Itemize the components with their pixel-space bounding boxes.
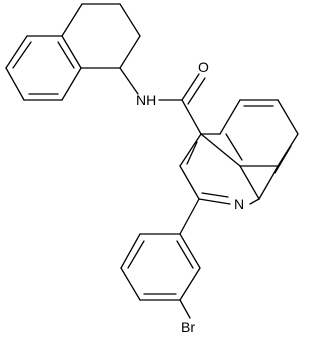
bond [239, 165, 260, 200]
ring-nitrogen-label: N [234, 196, 244, 212]
bond [179, 198, 200, 235]
amide-nh-label: NH [136, 92, 156, 108]
bond [198, 198, 231, 205]
bond [5, 67, 25, 101]
quinoline-pyridine-ring [179, 133, 260, 205]
bond [61, 35, 82, 69]
bond [181, 99, 202, 135]
bond [179, 299, 191, 319]
bond [186, 141, 198, 165]
bond [274, 145, 292, 174]
bond [277, 99, 299, 135]
bond [120, 267, 141, 301]
bond [187, 77, 206, 105]
bond [225, 133, 243, 161]
bond [258, 165, 279, 200]
bond [176, 240, 194, 269]
bond [57, 41, 75, 69]
bond [119, 3, 141, 37]
bond [119, 67, 139, 95]
bond [200, 133, 241, 167]
bond [181, 73, 200, 101]
oxygen-label: O [198, 59, 209, 75]
bromine-label: Br [181, 319, 195, 335]
tetrahydronaphthalene-aromatic-ring [5, 35, 82, 101]
bond [120, 233, 141, 269]
bromophenyl-ring [120, 198, 201, 319]
bond [119, 35, 141, 69]
bond [179, 165, 200, 200]
bond [61, 3, 83, 37]
bond [12, 41, 32, 69]
amide-linkage [119, 67, 206, 135]
bond [179, 267, 201, 301]
bond [249, 198, 260, 205]
quinoline-benzo-ring [200, 99, 299, 200]
bond [179, 133, 202, 167]
tetrahydronaphthalene-saturated-ring [61, 3, 141, 69]
bond [179, 233, 201, 269]
bond [219, 99, 241, 135]
bond [201, 192, 229, 198]
bond [61, 67, 82, 101]
bond [127, 240, 145, 269]
bond [5, 35, 28, 69]
